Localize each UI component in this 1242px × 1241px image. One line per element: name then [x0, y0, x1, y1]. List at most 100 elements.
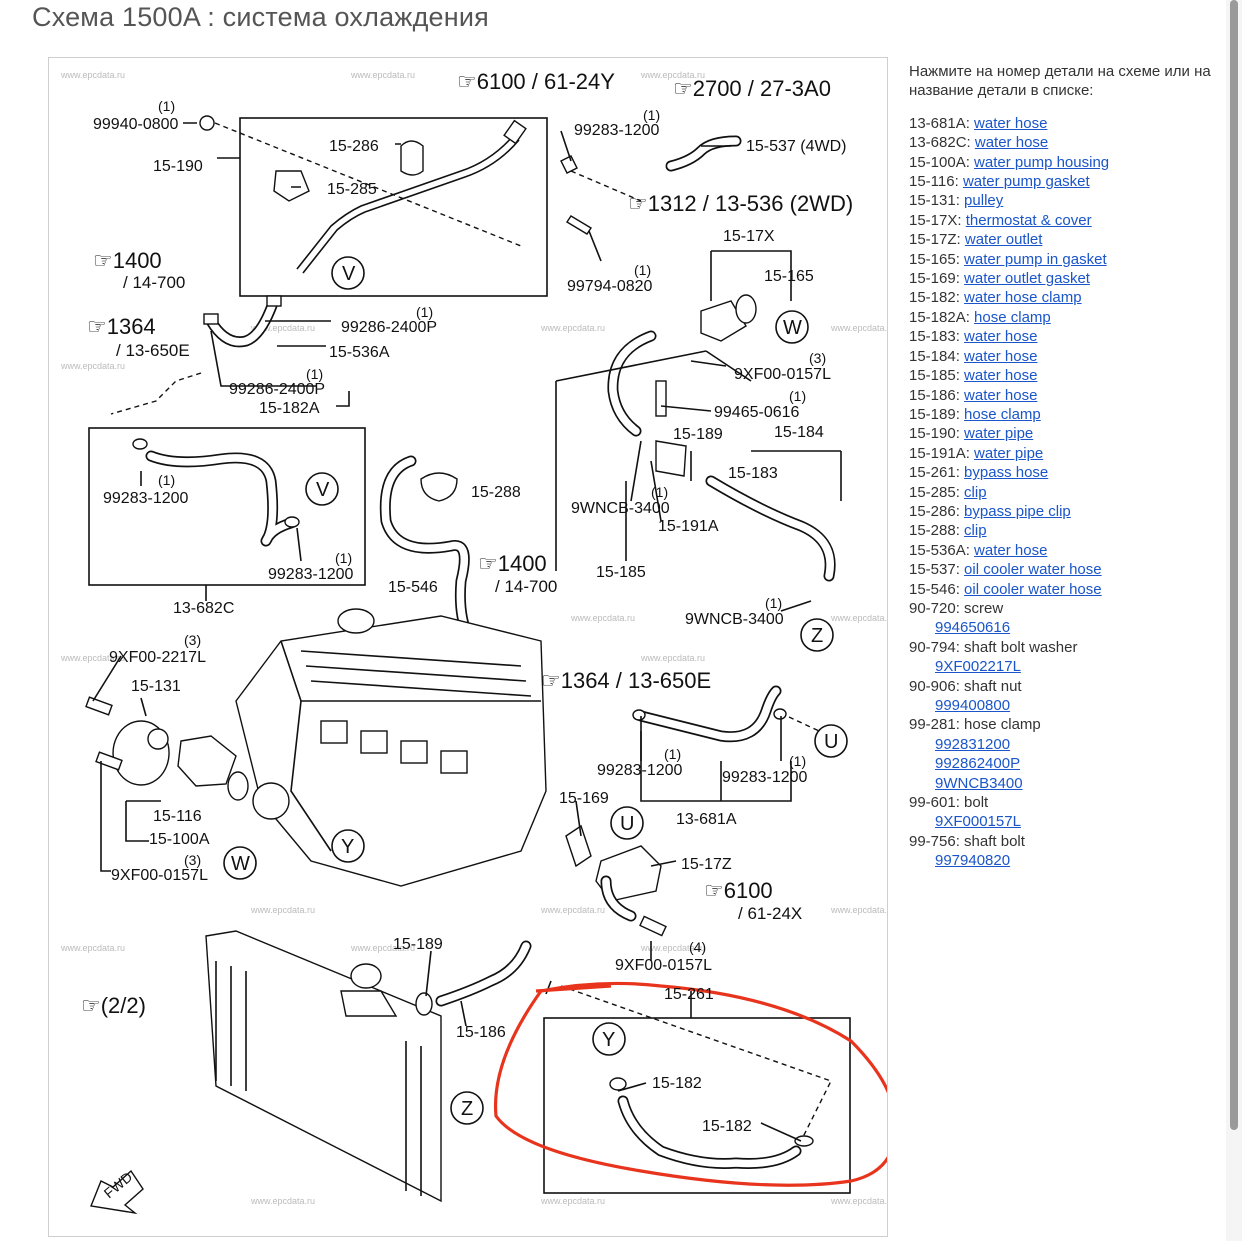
label-9WNCB-3400-a[interactable]: 9WNCB-3400 [571, 500, 670, 517]
part-name-link[interactable]: water hose [964, 328, 1038, 346]
part-name-link[interactable]: water outlet [964, 231, 1043, 249]
part-name-link[interactable]: hose clamp [964, 405, 1041, 423]
water-hose-15-536A[interactable] [207, 299, 277, 346]
water-hose-13-681A[interactable] [637, 687, 780, 741]
hardware-part-link[interactable]: 992831200 [935, 735, 1011, 753]
part-name-link[interactable]: water outlet gasket [964, 270, 1090, 288]
water-pipe-15-191A[interactable] [655, 440, 687, 477]
label-9XF00-0157L-bottom[interactable]: 9XF00-0157L [615, 957, 712, 974]
label-9WNCB-3400-b[interactable]: 9WNCB-3400 [685, 611, 784, 628]
bolt-99465-0616[interactable] [655, 380, 667, 417]
label-99794-0820[interactable]: 99794-0820 [567, 278, 653, 295]
hardware-part-link[interactable]: 997940820 [935, 852, 1011, 870]
label-99940-0800[interactable]: 99940-0800 [93, 116, 179, 133]
clip-15-288[interactable] [420, 472, 458, 502]
label-99286-2400P-a[interactable]: 99286-2400P [341, 319, 437, 336]
hardware-part-link[interactable]: 994650616 [935, 619, 1011, 637]
ref-1400-mid[interactable]: ☞1400 [478, 551, 547, 576]
ref-1400-top[interactable]: ☞1400 [93, 248, 162, 273]
part-name-link[interactable]: pulley [964, 192, 1004, 210]
nut-99940-0800[interactable] [199, 115, 215, 131]
part-name-link[interactable]: water hose [974, 134, 1049, 152]
part-name-link[interactable]: water hose [974, 114, 1048, 132]
gasket-15-165[interactable] [735, 294, 757, 324]
clip-15-285[interactable] [273, 170, 310, 202]
gasket-15-116[interactable] [227, 771, 249, 801]
label-15-116[interactable]: 15-116 [153, 808, 202, 825]
part-name-link[interactable]: water pump in gasket [964, 250, 1107, 268]
ref-1364-top[interactable]: ☞1364 [87, 314, 156, 339]
part-name-link[interactable]: clip [964, 483, 987, 501]
hardware-part-link[interactable]: 992862400P [935, 755, 1021, 773]
part-name-link[interactable]: water hose [964, 347, 1038, 365]
label-15-131[interactable]: 15-131 [131, 678, 181, 695]
scrollbar[interactable] [1226, 0, 1242, 1241]
hardware-part-link[interactable]: 9XF002217L [935, 658, 1021, 676]
part-name-link[interactable]: water pump gasket [962, 173, 1090, 191]
label-15-288[interactable]: 15-288 [471, 484, 521, 501]
label-9XF00-2217L[interactable]: 9XF00-2217L [109, 649, 206, 666]
label-15-184[interactable]: 15-184 [774, 424, 824, 441]
ref-1364-mid[interactable]: ☞1364 / 13-650E [541, 668, 711, 693]
label-15-190[interactable]: 15-190 [153, 158, 203, 175]
water-hose-13-682C[interactable] [147, 452, 295, 545]
label-99465-0616[interactable]: 99465-0616 [714, 404, 800, 421]
label-15-286[interactable]: 15-286 [329, 138, 379, 155]
label-13-682C[interactable]: 13-682C [173, 600, 234, 617]
label-15-17Z[interactable]: 15-17Z [681, 856, 732, 873]
bolt-99794-0820[interactable] [566, 215, 592, 235]
thermostat-15-17X[interactable] [700, 300, 747, 342]
label-15-185[interactable]: 15-185 [596, 564, 646, 581]
label-99283-1200-top[interactable]: 99283-1200 [574, 122, 660, 139]
hardware-part-link[interactable]: 9XF000157L [935, 813, 1021, 831]
part-name-link[interactable]: bypass pipe clip [964, 502, 1071, 520]
label-15-183[interactable]: 15-183 [728, 465, 778, 482]
label-15-189-top[interactable]: 15-189 [673, 426, 723, 443]
hardware-part-link[interactable]: 9WNCB3400 [935, 774, 1023, 792]
ref-2700[interactable]: ☞2700 / 27-3A0 [673, 76, 831, 101]
label-15-169[interactable]: 15-169 [559, 790, 609, 807]
clamp-15-182-a[interactable] [609, 1077, 627, 1091]
label-15-186[interactable]: 15-186 [456, 1024, 506, 1041]
water-outlet-15-17Z[interactable] [595, 845, 662, 902]
label-99283-1200-right-b[interactable]: 99283-1200 [722, 769, 808, 786]
label-15-17X[interactable]: 15-17X [723, 228, 775, 245]
bypass-pipe-clip-15-286[interactable] [400, 140, 424, 176]
label-15-165[interactable]: 15-165 [764, 268, 814, 285]
label-99283-1200-box-a[interactable]: 99283-1200 [103, 490, 189, 507]
ref-1312[interactable]: ☞1312 / 13-536 (2WD) [628, 191, 853, 216]
water-hose-15-185[interactable] [609, 332, 655, 435]
oil-cooler-hose-15-537[interactable] [667, 137, 740, 170]
label-15-536A[interactable]: 15-536A [329, 344, 390, 361]
label-15-191A[interactable]: 15-191A [658, 518, 719, 535]
ref-2-2[interactable]: ☞(2/2) [81, 993, 146, 1018]
water-hose-15-186[interactable] [437, 942, 530, 1005]
label-13-681A[interactable]: 13-681A [676, 811, 737, 828]
part-name-link[interactable]: water pipe [964, 425, 1034, 443]
part-name-link[interactable]: oil cooler water hose [964, 561, 1102, 579]
label-99283-1200-box-b[interactable]: 99283-1200 [268, 566, 354, 583]
label-15-189-bottom[interactable]: 15-189 [393, 936, 443, 953]
part-name-link[interactable]: water hose [964, 367, 1038, 385]
label-15-182-a[interactable]: 15-182 [652, 1075, 702, 1092]
label-99283-1200-right-a[interactable]: 99283-1200 [597, 762, 683, 779]
label-9XF00-0157L-top[interactable]: 9XF00-0157L [734, 366, 831, 383]
part-name-link[interactable]: water hose clamp [964, 289, 1082, 307]
hardware-part-link[interactable]: 999400800 [935, 697, 1011, 714]
part-name-link[interactable]: water pump housing [974, 153, 1110, 171]
part-name-link[interactable]: water hose [964, 386, 1038, 404]
scrollbar-thumb[interactable] [1230, 0, 1238, 1130]
water-pipe-15-190[interactable] [296, 135, 514, 270]
label-15-261[interactable]: 15-261 [664, 986, 714, 1003]
bypass-hose-15-261[interactable] [619, 1097, 800, 1168]
part-name-link[interactable]: hose clamp [974, 308, 1051, 326]
part-name-link[interactable]: water hose [974, 541, 1048, 559]
ref-6100-top[interactable]: ☞6100 / 61-24Y [457, 69, 615, 94]
label-15-182A[interactable]: 15-182A [259, 400, 320, 417]
label-15-285[interactable]: 15-285 [327, 181, 377, 198]
part-name-link[interactable]: clip [964, 522, 987, 540]
gasket-15-169[interactable] [565, 824, 592, 868]
label-99286-2400P-b[interactable]: 99286-2400P [229, 381, 325, 398]
part-name-link[interactable]: bypass hose [964, 464, 1049, 482]
label-9XF00-0157L-left[interactable]: 9XF00-0157L [111, 867, 208, 884]
